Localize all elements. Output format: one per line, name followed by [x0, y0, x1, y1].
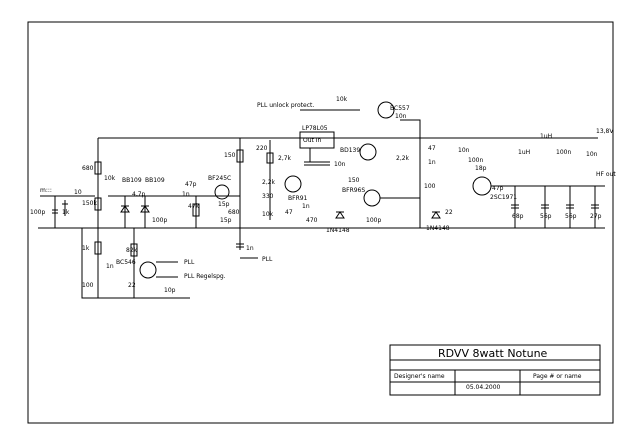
- svg-text:BB109: BB109: [145, 177, 165, 184]
- svg-text:100p: 100p: [366, 217, 381, 224]
- svg-text:100p: 100p: [152, 217, 167, 224]
- pll-label: PLL: [184, 259, 195, 266]
- svg-text:47k: 47k: [188, 203, 200, 210]
- svg-text:2SC1971: 2SC1971: [490, 194, 517, 201]
- svg-text:22: 22: [128, 282, 136, 289]
- regulator-ic: [299, 131, 335, 149]
- designer-name: Designer's name: [394, 373, 445, 380]
- svg-text:1n: 1n: [106, 263, 114, 270]
- drawing-frame: [27, 21, 614, 424]
- title-block: RDVV 8watt Notune Designer's name 05.04.…: [389, 344, 601, 396]
- svg-text:150: 150: [224, 152, 236, 159]
- svg-text:47: 47: [428, 145, 436, 152]
- svg-text:BF245C: BF245C: [208, 175, 231, 182]
- svg-text:1n: 1n: [302, 203, 310, 210]
- svg-text:1N4148: 1N4148: [426, 225, 450, 232]
- svg-text:150: 150: [348, 177, 360, 184]
- svg-text:BC546: BC546: [116, 259, 136, 266]
- svg-text:15p: 15p: [220, 217, 232, 224]
- svg-text:1k: 1k: [82, 245, 90, 252]
- svg-text:68p: 68p: [512, 213, 524, 220]
- svg-text:2,7k: 2,7k: [278, 155, 292, 162]
- pll-regel-label: PLL Regelspg.: [184, 273, 226, 280]
- input-label: m:::: [40, 187, 52, 194]
- svg-text:56p: 56p: [540, 213, 552, 220]
- svg-text:330: 330: [262, 193, 274, 200]
- svg-text:10n: 10n: [395, 113, 407, 120]
- svg-text:4,7p: 4,7p: [132, 191, 146, 198]
- svg-text:1uH: 1uH: [518, 149, 530, 156]
- svg-text:680: 680: [82, 165, 94, 172]
- svg-text:22: 22: [445, 209, 453, 216]
- svg-text:13,8V: 13,8V: [596, 128, 614, 135]
- svg-text:10k: 10k: [104, 175, 116, 182]
- svg-text:10k: 10k: [262, 211, 274, 218]
- svg-text:100: 100: [82, 282, 94, 289]
- svg-text:47: 47: [285, 209, 293, 216]
- svg-text:1uH: 1uH: [540, 133, 552, 140]
- svg-text:47p: 47p: [492, 185, 504, 192]
- svg-text:470: 470: [306, 217, 318, 224]
- svg-text:680: 680: [228, 209, 240, 216]
- svg-text:100n: 100n: [556, 149, 571, 156]
- svg-text:10k: 10k: [336, 96, 348, 103]
- svg-text:BB109: BB109: [122, 177, 142, 184]
- svg-text:10n: 10n: [586, 151, 598, 158]
- svg-text:100n: 100n: [468, 157, 483, 164]
- svg-text:BFR96S: BFR96S: [342, 187, 365, 194]
- svg-text:1n: 1n: [428, 159, 436, 166]
- svg-text:15p: 15p: [218, 201, 230, 208]
- svg-text:1k: 1k: [62, 209, 70, 216]
- svg-text:1n: 1n: [182, 191, 190, 198]
- svg-text:10: 10: [74, 189, 82, 196]
- svg-text:2,2k: 2,2k: [262, 179, 276, 186]
- pll-unlock-label: PLL unlock protect.: [257, 102, 314, 109]
- svg-text:18p: 18p: [475, 165, 487, 172]
- svg-text:10n: 10n: [334, 161, 346, 168]
- svg-text:82k: 82k: [126, 247, 138, 254]
- page-name: Page # or name: [533, 373, 582, 380]
- svg-text:47p: 47p: [185, 181, 197, 188]
- svg-text:150k: 150k: [82, 200, 97, 207]
- svg-text:100: 100: [424, 183, 436, 190]
- svg-text:BFR91: BFR91: [288, 195, 308, 202]
- drawing-date: 05.04.2000: [466, 384, 501, 391]
- svg-text:27p: 27p: [590, 213, 602, 220]
- svg-text:BC557: BC557: [390, 105, 410, 112]
- svg-text:1N4148: 1N4148: [326, 227, 350, 234]
- svg-text:Out In: Out In: [303, 137, 322, 144]
- svg-text:100p: 100p: [30, 209, 45, 216]
- hf-out-label: HF out: [596, 171, 616, 178]
- svg-text:2,2k: 2,2k: [396, 155, 410, 162]
- svg-text:PLL: PLL: [262, 256, 273, 263]
- drawing-title: RDVV 8watt Notune: [438, 347, 548, 360]
- svg-text:10n: 10n: [458, 147, 470, 154]
- svg-text:BD139: BD139: [340, 147, 360, 154]
- svg-text:LP78L05: LP78L05: [302, 125, 328, 132]
- svg-text:220: 220: [256, 145, 268, 152]
- svg-text:10p: 10p: [164, 287, 176, 294]
- svg-text:56p: 56p: [565, 213, 577, 220]
- svg-text:1n: 1n: [246, 245, 254, 252]
